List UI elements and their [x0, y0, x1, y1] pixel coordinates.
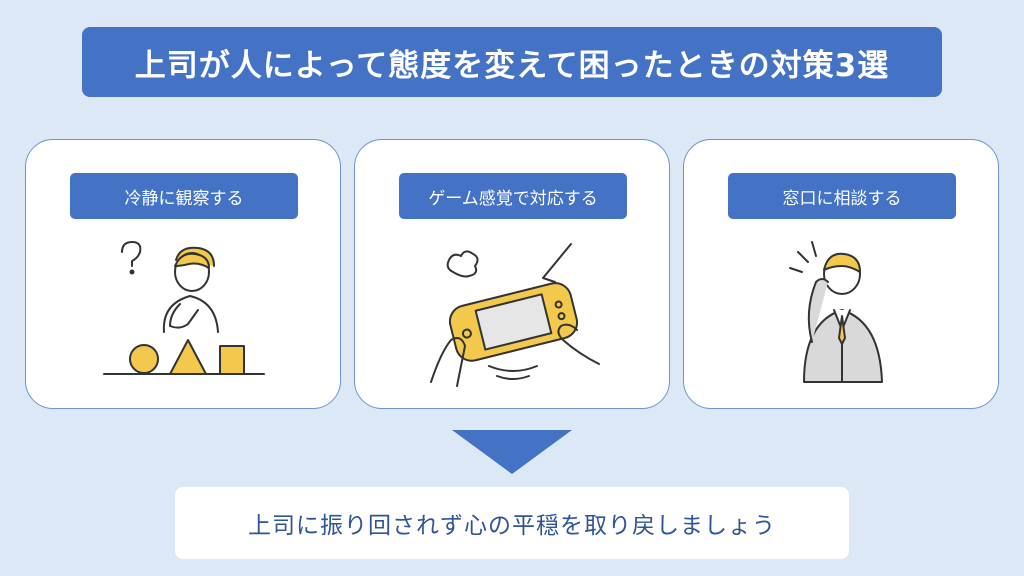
card-label: ゲーム感覚で対応する [399, 173, 627, 219]
businessman-icon [789, 241, 883, 383]
conclusion-box: 上司に振り回されず心の平穏を取り戻しましょう [175, 487, 849, 559]
page-title: 上司が人によって態度を変えて困ったときの対策3選 [134, 47, 890, 84]
strategy-card-consult: 窓口に相談する [683, 139, 999, 409]
handheld-game-icon [430, 243, 600, 387]
down-arrow-icon [452, 430, 572, 474]
card-label: 冷静に観察する [70, 173, 298, 219]
title-banner: 上司が人によって態度を変えて困ったときの対策3選 [82, 27, 942, 97]
card-label: 窓口に相談する [728, 173, 956, 219]
strategy-card-observe: 冷静に観察する [25, 139, 341, 409]
conclusion-text: 上司に振り回されず心の平穏を取り戻しましょう [248, 513, 776, 539]
thinking-person-icon [103, 241, 265, 375]
strategy-card-game: ゲーム感覚で対応する [354, 139, 670, 409]
